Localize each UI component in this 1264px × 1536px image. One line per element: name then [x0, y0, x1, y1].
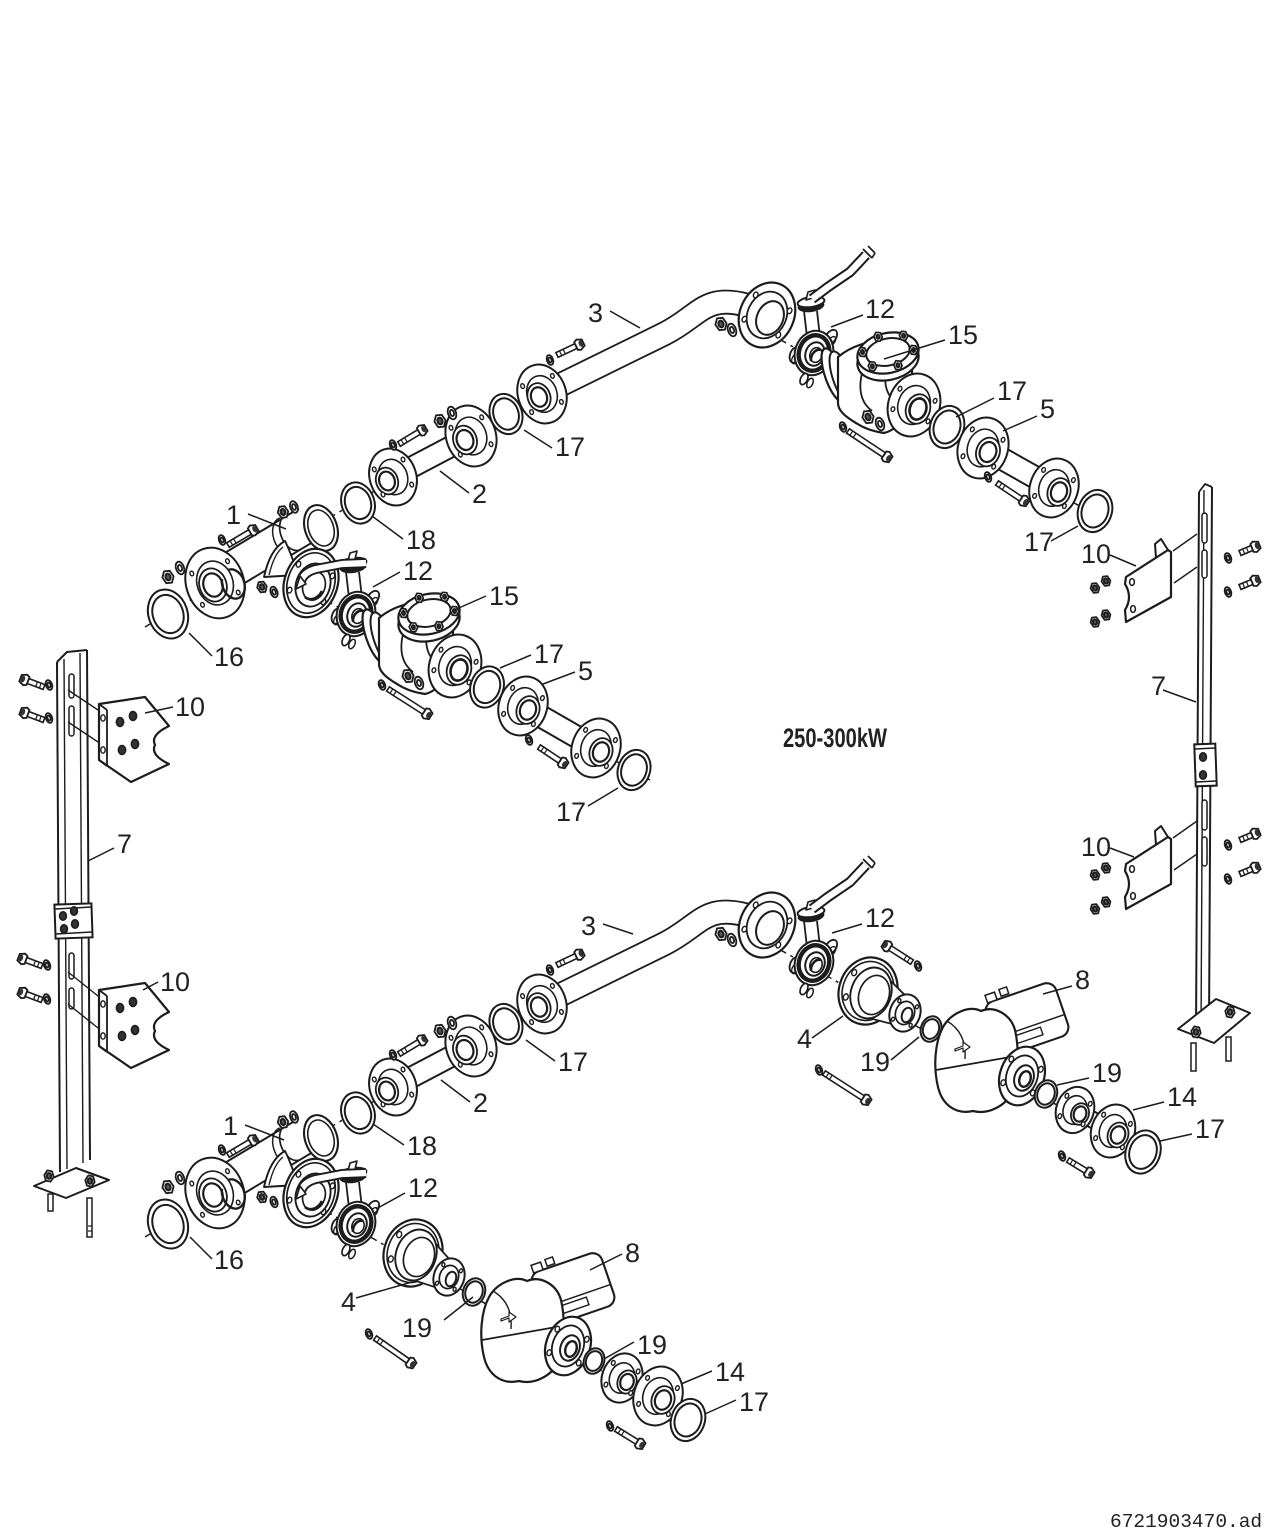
svg-text:7: 7: [1151, 671, 1166, 701]
svg-text:6721903470.ad: 6721903470.ad: [1110, 1511, 1262, 1533]
svg-text:10: 10: [1081, 539, 1111, 569]
svg-text:4: 4: [797, 1024, 812, 1054]
svg-text:250-300kW: 250-300kW: [783, 723, 887, 753]
svg-text:16: 16: [214, 1245, 244, 1275]
svg-text:17: 17: [555, 432, 585, 462]
svg-text:17: 17: [1024, 527, 1054, 557]
svg-text:3: 3: [581, 911, 596, 941]
svg-text:10: 10: [160, 967, 190, 997]
svg-text:12: 12: [865, 903, 895, 933]
svg-text:12: 12: [408, 1173, 438, 1203]
svg-text:19: 19: [402, 1313, 432, 1343]
svg-text:1: 1: [223, 1111, 238, 1141]
svg-text:2: 2: [473, 1088, 488, 1118]
svg-text:8: 8: [1075, 965, 1090, 995]
svg-text:19: 19: [860, 1047, 890, 1077]
svg-text:15: 15: [948, 320, 978, 350]
svg-text:5: 5: [1040, 394, 1055, 424]
svg-text:1: 1: [226, 500, 241, 530]
svg-text:7: 7: [117, 829, 132, 859]
svg-text:4: 4: [341, 1287, 356, 1317]
svg-text:14: 14: [715, 1357, 745, 1387]
svg-text:17: 17: [997, 376, 1027, 406]
svg-text:17: 17: [1195, 1114, 1225, 1144]
svg-text:10: 10: [1081, 832, 1111, 862]
svg-text:15: 15: [489, 581, 519, 611]
svg-text:5: 5: [578, 656, 593, 686]
svg-text:17: 17: [739, 1387, 769, 1417]
svg-text:12: 12: [403, 556, 433, 586]
svg-text:18: 18: [406, 525, 436, 555]
svg-text:8: 8: [625, 1238, 640, 1268]
svg-text:19: 19: [1092, 1058, 1122, 1088]
svg-text:17: 17: [534, 639, 564, 669]
svg-text:18: 18: [407, 1131, 437, 1161]
svg-text:3: 3: [588, 298, 603, 328]
svg-text:12: 12: [865, 294, 895, 324]
svg-text:14: 14: [1167, 1082, 1197, 1112]
svg-text:16: 16: [214, 642, 244, 672]
svg-text:19: 19: [637, 1330, 667, 1360]
svg-text:2: 2: [472, 479, 487, 509]
svg-text:10: 10: [175, 692, 205, 722]
svg-text:17: 17: [558, 1047, 588, 1077]
svg-text:17: 17: [556, 797, 586, 827]
